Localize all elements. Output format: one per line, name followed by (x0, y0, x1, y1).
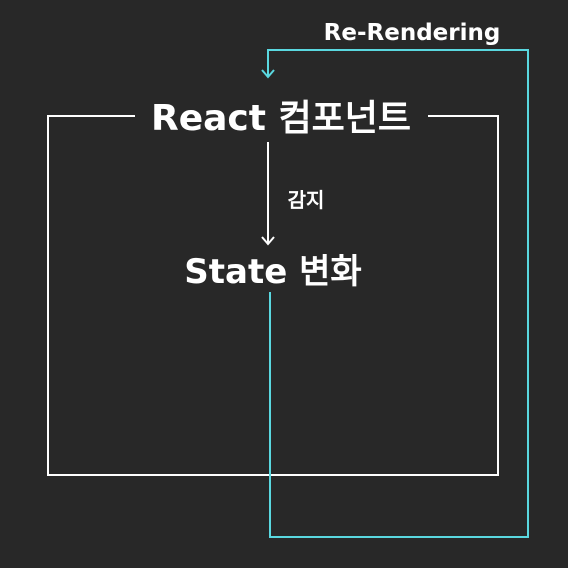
component-box-left (47, 115, 270, 476)
rerender-label: Re-Rendering (323, 20, 501, 46)
state-change-title: State 변화 (184, 252, 362, 292)
component-box-right (270, 115, 499, 476)
rerender-arrow-head (261, 69, 275, 79)
rerender-loop-line (267, 49, 529, 538)
detect-arrow-head (261, 236, 275, 246)
component-title: React 컴포넌트 (151, 98, 411, 139)
detect-label: 감지 (287, 188, 325, 212)
